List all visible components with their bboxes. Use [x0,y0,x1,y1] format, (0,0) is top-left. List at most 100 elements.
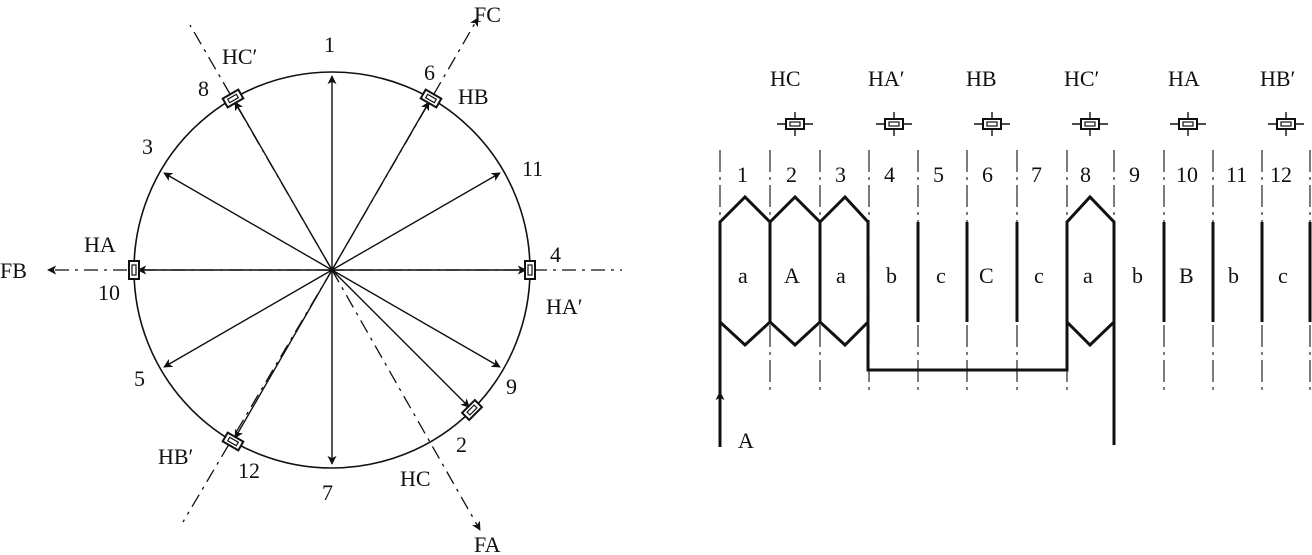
sensor-icon-inner [789,121,801,127]
sensor-icon-box [1276,118,1296,130]
winding-sensor-hc-prime: HC′ [1064,66,1099,91]
sensor-box-inner [131,264,137,276]
sensor-box-1 [221,88,245,109]
coil-letter-4: b [886,263,897,288]
vector-arrow-6 [331,101,430,271]
sensor-icon-inner [986,121,998,127]
winding-sensor-icon-2 [876,112,912,136]
sensor-icon-box [785,118,805,130]
sensor-box-2 [419,88,443,109]
slot-number-6: 6 [982,162,993,187]
sensor-icon-inner [1084,121,1096,127]
vector-circle-diagram: 1 2 3 4 5 6 7 8 9 10 11 12 HC′ HB HA HA′… [0,2,622,555]
coil-letter-12: c [1278,263,1288,288]
vector-label-5: 5 [134,366,145,391]
axis-line-hc-prime [189,24,333,271]
vector-label-7: 7 [322,480,333,505]
vector-label-8: 8 [198,76,209,101]
axis-fa [331,269,481,531]
sensor-box-outer [221,88,245,109]
coil-letter-11: b [1228,263,1239,288]
winding-diagram: HC HA′ HB HC′ HA HB′ 1 2 3 4 5 6 7 8 9 1… [715,66,1312,453]
vector-arrow-9 [331,269,501,368]
slot-number-12: 12 [1270,162,1292,187]
axis-label-fc: FC [474,2,501,27]
vector-label-6: 6 [424,60,435,85]
slot-number-2: 2 [786,162,797,187]
sensor-label-hc: HC [400,466,431,491]
sensor-box-outer [419,88,443,109]
winding-sensor-ha: HA [1168,66,1200,91]
sensor-box-outer [460,398,484,422]
axis-label-fb: FB [0,258,27,283]
axis-line-hb-prime [182,269,333,523]
sensor-icon-box [884,118,904,130]
coil-letter-9: b [1132,263,1143,288]
vector-label-2: 2 [456,432,467,457]
coil-letter-2: A [784,263,800,288]
sensor-label-hb: HB [458,84,489,109]
winding-sensor-icon-3 [974,112,1010,136]
vector-label-10: 10 [98,280,120,305]
input-label: A [738,428,754,453]
coil-letter-8: a [1083,263,1093,288]
slot-number-3: 3 [835,162,846,187]
vector-label-9: 9 [506,374,517,399]
sensor-box-outer [128,260,140,280]
sensor-box-inner [424,93,438,104]
slot-number-7: 7 [1031,162,1042,187]
sensor-box-6 [460,398,484,422]
sensor-icon-box [1178,118,1198,130]
winding-sensor-hb-prime: HB′ [1260,66,1295,91]
sensor-box-inner [226,93,240,104]
slot-number-5: 5 [933,162,944,187]
sensor-box-inner [226,436,240,447]
sensor-icon-inner [1280,121,1292,127]
sensor-label-hb-prime: HB′ [158,444,193,469]
sensor-icon-box [1080,118,1100,130]
vector-arrow-11 [331,172,501,271]
slot-number-9: 9 [1129,162,1140,187]
vector-label-4: 4 [550,242,561,267]
sensor-box-3 [128,260,140,280]
coil-letter-1: a [738,263,748,288]
sensor-label-ha-prime: HA′ [546,294,583,319]
vector-arrow-2 [331,269,470,408]
vector-label-1: 1 [324,32,335,57]
conductor-link [866,322,1069,372]
sensor-label-ha: HA [84,232,116,257]
coil-letter-10: B [1179,263,1194,288]
vector-label-12: 12 [238,458,260,483]
sensor-box-inner [466,404,478,416]
coil-letter-5: c [936,263,946,288]
coil-letter-6: C [979,263,994,288]
slot-number-11: 11 [1226,162,1247,187]
sensor-box-outer [524,260,536,280]
sensor-icon-box [982,118,1002,130]
winding-sensor-icon-5 [1170,112,1206,136]
winding-sensor-ha-prime: HA′ [868,66,905,91]
slot-number-8: 8 [1080,162,1091,187]
vector-arrow-8 [234,101,333,271]
coil-letter-7: c [1034,263,1044,288]
winding-sensor-icon-1 [777,112,813,136]
sensor-box-4 [524,260,536,280]
vector-label-11: 11 [522,156,543,181]
slot-number-4: 4 [884,162,895,187]
slot-number-1: 1 [737,162,748,187]
sensor-icon-inner [888,121,900,127]
axis-label-fa: FA [474,532,501,555]
sensor-icon-inner [1182,121,1194,127]
vector-label-3: 3 [142,134,153,159]
winding-sensor-hb: HB [966,66,997,91]
vector-arrow-5 [163,269,333,368]
sensor-label-hc-prime: HC′ [222,44,257,69]
winding-sensor-icon-6 [1268,112,1304,136]
slot-number-10: 10 [1176,162,1198,187]
vector-arrow-3 [163,172,333,271]
sensor-box-5 [221,431,245,452]
sensor-box-inner [527,264,533,276]
winding-sensor-hc: HC [770,66,801,91]
sensor-box-outer [221,431,245,452]
